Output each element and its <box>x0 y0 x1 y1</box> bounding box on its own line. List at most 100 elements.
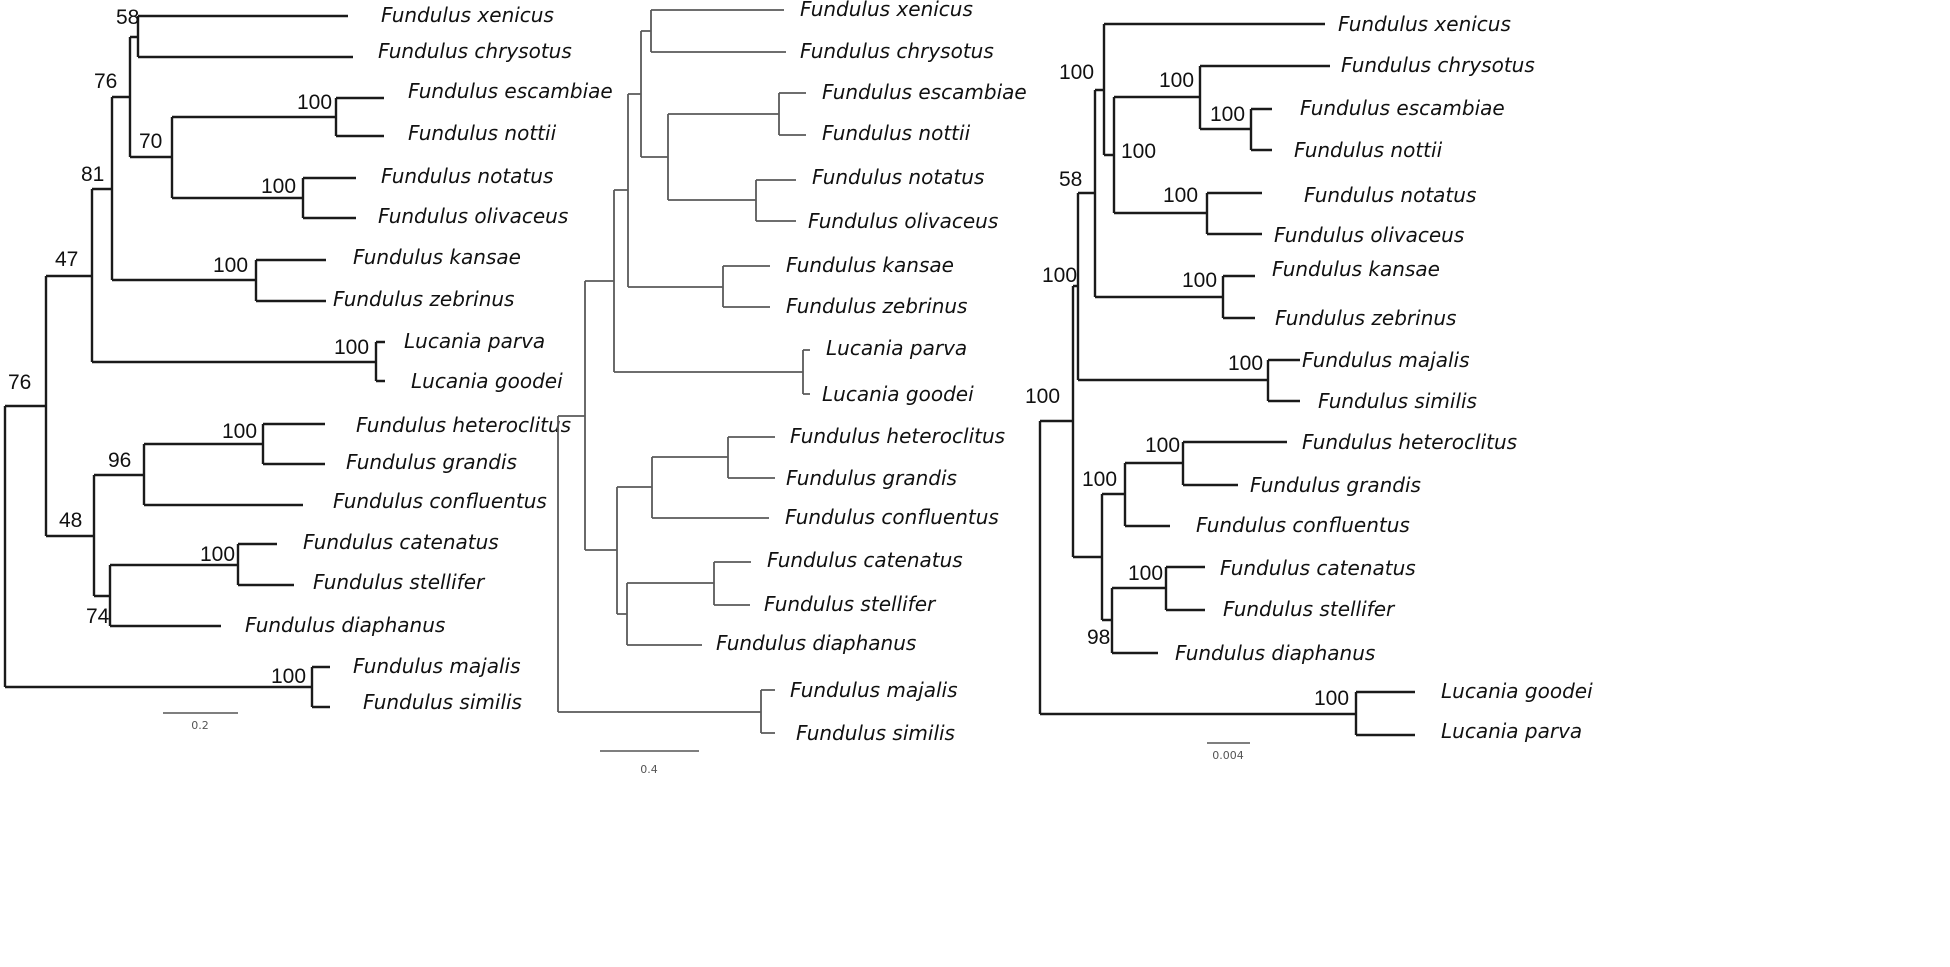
support-value: 100 <box>1082 468 1117 491</box>
support-value: 96 <box>108 449 131 472</box>
support-value: 100 <box>1128 562 1163 585</box>
taxon-label: Fundulus notatus <box>381 164 553 188</box>
taxon-label: Fundulus heteroclitus <box>790 424 1005 448</box>
taxon-label: Fundulus nottii <box>408 121 557 145</box>
taxon-label: Fundulus notatus <box>812 165 984 189</box>
taxon-label: Lucania goodei <box>822 382 974 406</box>
taxon-label: Fundulus catenatus <box>1220 556 1416 580</box>
tree-right-support-values: 100 100 58 100 100 100 100 100 100 100 1… <box>1025 61 1349 710</box>
taxon-label: Fundulus heteroclitus <box>1302 430 1517 454</box>
taxon-label: Lucania goodei <box>411 369 563 393</box>
taxon-label: Fundulus grandis <box>1250 473 1421 497</box>
tree-left-taxa: Fundulus xenicus Fundulus chrysotus Fund… <box>245 3 613 714</box>
support-value: 100 <box>1145 434 1180 457</box>
support-value: 100 <box>271 665 306 688</box>
taxon-label: Fundulus stellifer <box>1223 597 1396 621</box>
support-value: 47 <box>55 248 78 271</box>
taxon-label: Fundulus kansae <box>1272 257 1440 281</box>
taxon-label: Fundulus diaphanus <box>245 613 445 637</box>
support-value: 48 <box>59 509 82 532</box>
taxon-label: Fundulus diaphanus <box>1175 641 1375 665</box>
taxon-label: Fundulus stellifer <box>764 592 937 616</box>
support-value: 76 <box>94 70 117 93</box>
support-value: 76 <box>8 371 31 394</box>
taxon-label: Fundulus kansae <box>786 253 954 277</box>
scale-bar-label: 0.004 <box>1212 749 1244 762</box>
taxon-label: Lucania parva <box>826 336 967 360</box>
support-value: 100 <box>297 91 332 114</box>
tree-panel-right: Fundulus xenicus Fundulus chrysotus Fund… <box>1025 12 1593 762</box>
tree-right-taxa: Fundulus xenicus Fundulus chrysotus Fund… <box>1175 12 1593 743</box>
taxon-label: Fundulus chrysotus <box>378 39 572 63</box>
tree-right-branches <box>1038 22 1415 737</box>
taxon-label: Lucania goodei <box>1441 679 1593 703</box>
taxon-label: Fundulus olivaceus <box>808 209 998 233</box>
support-value: 100 <box>1042 264 1077 287</box>
support-value: 98 <box>1087 626 1110 649</box>
support-value: 100 <box>1025 385 1060 408</box>
taxon-label: Fundulus catenatus <box>767 548 963 572</box>
taxon-label: Fundulus majalis <box>790 678 958 702</box>
support-value: 100 <box>213 254 248 277</box>
taxon-label: Fundulus zebrinus <box>333 287 514 311</box>
support-value: 100 <box>1121 140 1156 163</box>
support-value: 70 <box>139 130 162 153</box>
tree-panel-left: Fundulus xenicus Fundulus chrysotus Fund… <box>3 3 613 732</box>
taxon-label: Lucania parva <box>1441 719 1582 743</box>
taxon-label: Fundulus grandis <box>786 466 957 490</box>
taxon-label: Fundulus xenicus <box>1338 12 1511 36</box>
taxon-label: Fundulus chrysotus <box>800 39 994 63</box>
taxon-label: Fundulus catenatus <box>303 530 499 554</box>
support-value: 100 <box>222 420 257 443</box>
support-value: 100 <box>1228 352 1263 375</box>
taxon-label: Fundulus confluentus <box>333 489 547 513</box>
taxon-label: Fundulus zebrinus <box>1275 306 1456 330</box>
support-value: 100 <box>1159 69 1194 92</box>
taxon-label: Fundulus confluentus <box>1196 513 1410 537</box>
support-value: 58 <box>116 6 139 29</box>
support-value: 100 <box>1314 687 1349 710</box>
taxon-label: Fundulus similis <box>363 690 522 714</box>
taxon-label: Fundulus escambiae <box>408 79 613 103</box>
taxon-label: Fundulus nottii <box>822 121 971 145</box>
taxon-label: Fundulus xenicus <box>381 3 554 27</box>
taxon-label: Fundulus olivaceus <box>378 204 568 228</box>
taxon-label: Fundulus nottii <box>1294 138 1443 162</box>
support-value: 58 <box>1059 168 1082 191</box>
taxon-label: Fundulus heteroclitus <box>356 413 571 437</box>
taxon-label: Fundulus majalis <box>1302 348 1470 372</box>
taxon-label: Fundulus escambiae <box>1300 96 1505 120</box>
support-value: 74 <box>86 605 110 628</box>
taxon-label: Fundulus similis <box>1318 389 1477 413</box>
taxon-label: Fundulus diaphanus <box>716 631 916 655</box>
taxon-label: Fundulus stellifer <box>313 570 486 594</box>
tree-middle-taxa: Fundulus xenicus Fundulus chrysotus Fund… <box>716 0 1027 745</box>
taxon-label: Lucania parva <box>404 329 545 353</box>
tree-left-support-values: 58 76 100 70 100 81 100 47 100 76 100 96… <box>8 6 369 688</box>
taxon-label: Fundulus majalis <box>353 654 521 678</box>
tree-panel-middle: Fundulus xenicus Fundulus chrysotus Fund… <box>557 0 1027 776</box>
support-value: 100 <box>334 336 369 359</box>
support-value: 100 <box>200 543 235 566</box>
taxon-label: Fundulus zebrinus <box>786 294 967 318</box>
taxon-label: Fundulus notatus <box>1304 183 1476 207</box>
taxon-label: Fundulus confluentus <box>785 505 999 529</box>
tree-middle-branches <box>557 9 810 734</box>
taxon-label: Fundulus xenicus <box>800 0 973 21</box>
taxon-label: Fundulus similis <box>796 721 955 745</box>
support-value: 100 <box>261 175 296 198</box>
taxon-label: Fundulus grandis <box>346 450 517 474</box>
scale-bar-label: 0.4 <box>640 763 658 776</box>
support-value: 100 <box>1163 184 1198 207</box>
taxon-label: Fundulus olivaceus <box>1274 223 1464 247</box>
taxon-label: Fundulus kansae <box>353 245 521 269</box>
support-value: 81 <box>81 163 104 186</box>
support-value: 100 <box>1182 269 1217 292</box>
scale-bar-label: 0.2 <box>191 719 209 732</box>
taxon-label: Fundulus escambiae <box>822 80 1027 104</box>
tree-left-branches <box>3 14 385 709</box>
taxon-label: Fundulus chrysotus <box>1341 53 1535 77</box>
support-value: 100 <box>1210 103 1245 126</box>
support-value: 100 <box>1059 61 1094 84</box>
